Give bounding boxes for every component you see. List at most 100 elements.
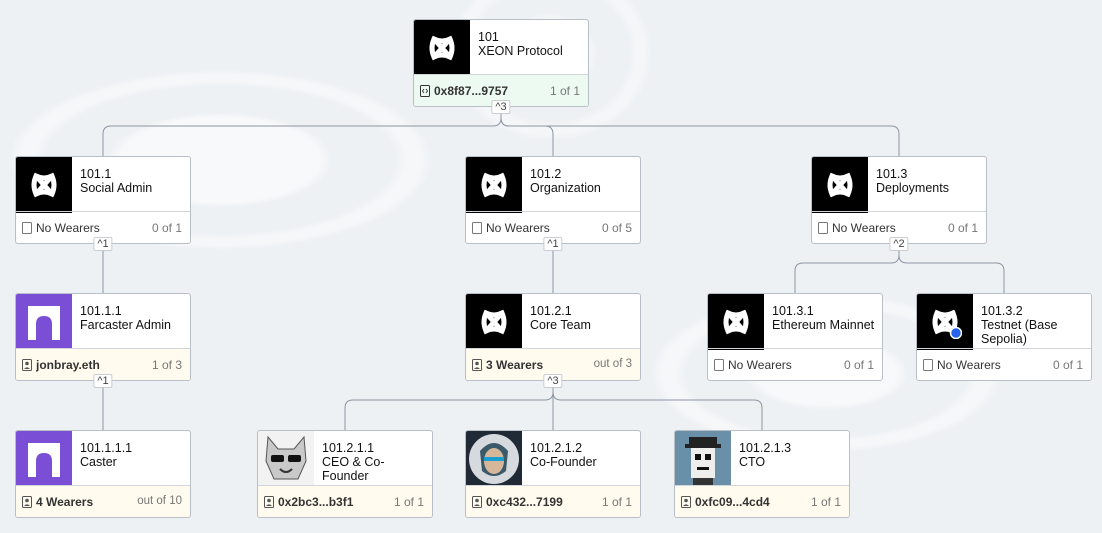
hat-image <box>917 294 973 350</box>
hat-image <box>466 294 522 350</box>
checkbox-icon <box>818 221 828 234</box>
hat-supply-count: 1 of 1 <box>549 83 580 98</box>
expand-children-toggle[interactable]: ^1 <box>93 237 113 251</box>
hat-supply-count: 1 of 1 <box>601 494 632 509</box>
wolf-sunglasses-avatar-icon <box>258 431 314 487</box>
xeon-logo-icon <box>827 172 853 198</box>
expand-children-toggle[interactable]: ^1 <box>543 237 563 251</box>
hat-supply-count: out of 3 <box>593 358 632 370</box>
hat-name: Deployments <box>876 181 949 195</box>
hat-name: Social Admin <box>80 181 153 195</box>
farcaster-arch-icon <box>28 306 60 340</box>
hat-supply-count: 1 of 1 <box>393 494 424 509</box>
hat-name: Testnet (Base Sepolia) <box>981 318 1058 346</box>
hat-id: 101.3 <box>876 167 908 181</box>
cyborg-portrait-avatar-icon <box>466 431 522 487</box>
hat-image <box>708 294 764 350</box>
hat-supply-count: 0 of 5 <box>601 220 632 235</box>
hat-name: Organization <box>530 181 601 195</box>
edge-101-2-1-to-101-2-1-3 <box>552 388 763 430</box>
hat-id: 101.2 <box>530 167 562 181</box>
xeon-logo-icon <box>481 172 507 198</box>
hat-wearers-value: No Wearers <box>36 220 100 235</box>
hat-supply-count: 1 of 1 <box>810 494 841 509</box>
hat-supply-count: out of 10 <box>137 495 182 507</box>
hat-image <box>258 431 314 487</box>
hat-image <box>16 157 72 213</box>
hat-wearers-value: No Wearers <box>832 220 896 235</box>
hat-id: 101.2.1.3 <box>739 441 792 455</box>
hat-id: 101.1.1.1 <box>80 441 133 455</box>
wearer-icon <box>22 495 32 508</box>
hat-supply-count: 0 of 1 <box>1052 357 1083 372</box>
hat-wearers-value: No Wearers <box>486 220 550 235</box>
edge-101-to-101-1 <box>102 114 502 156</box>
edge-101-3-to-101-3-2 <box>898 251 1005 293</box>
hat-id: 101.1 <box>80 167 112 181</box>
expand-children-toggle[interactable]: ^1 <box>93 374 113 388</box>
checkbox-icon <box>923 358 933 371</box>
hat-image <box>466 157 522 213</box>
hat-name: CTO <box>739 455 766 469</box>
pixel-punk-avatar-icon <box>675 431 731 487</box>
hat-id: 101.2.1.2 <box>530 441 583 455</box>
wearer-icon <box>472 495 482 508</box>
expand-children-toggle[interactable]: ^2 <box>889 237 909 251</box>
farcaster-arch-icon <box>28 443 60 477</box>
hat-id: 101.1.1 <box>80 304 122 318</box>
hat-supply-count: 1 of 3 <box>151 357 182 372</box>
hat-name: Ethereum Mainnet <box>772 318 875 332</box>
edge-101-to-101-3 <box>500 114 900 156</box>
hat-supply-count: 0 of 1 <box>843 357 874 372</box>
hat-wearers-value: jonbray.eth <box>36 357 100 372</box>
expand-children-toggle[interactable]: ^3 <box>543 374 563 388</box>
hat-wearers-footer[interactable]: No Wearers 0 of 1 <box>708 348 882 380</box>
hat-wearers-value: 0xc432...7199 <box>486 494 563 509</box>
hat-id: 101.3.2 <box>981 304 1023 318</box>
expand-children-toggle[interactable]: ^3 <box>491 100 511 114</box>
hat-wearers-footer[interactable]: 0xc432...7199 1 of 1 <box>466 485 640 517</box>
contract-icon <box>420 84 430 97</box>
hat-image <box>16 294 72 350</box>
hat-name: Farcaster Admin <box>80 318 172 332</box>
hat-image <box>16 431 72 487</box>
hat-wearers-value: No Wearers <box>728 357 792 372</box>
checkbox-icon <box>22 221 32 234</box>
xeon-logo-icon <box>31 172 57 198</box>
hat-wearers-value: 0x8f87...9757 <box>434 83 509 98</box>
xeon-logo-base-badge-icon <box>932 309 962 339</box>
hat-wearers-footer[interactable]: No Wearers 0 of 5 <box>466 211 640 243</box>
xeon-logo-icon <box>429 35 455 61</box>
hat-image <box>812 157 868 213</box>
edge-101-2-1-to-101-2-1-1 <box>344 388 554 430</box>
